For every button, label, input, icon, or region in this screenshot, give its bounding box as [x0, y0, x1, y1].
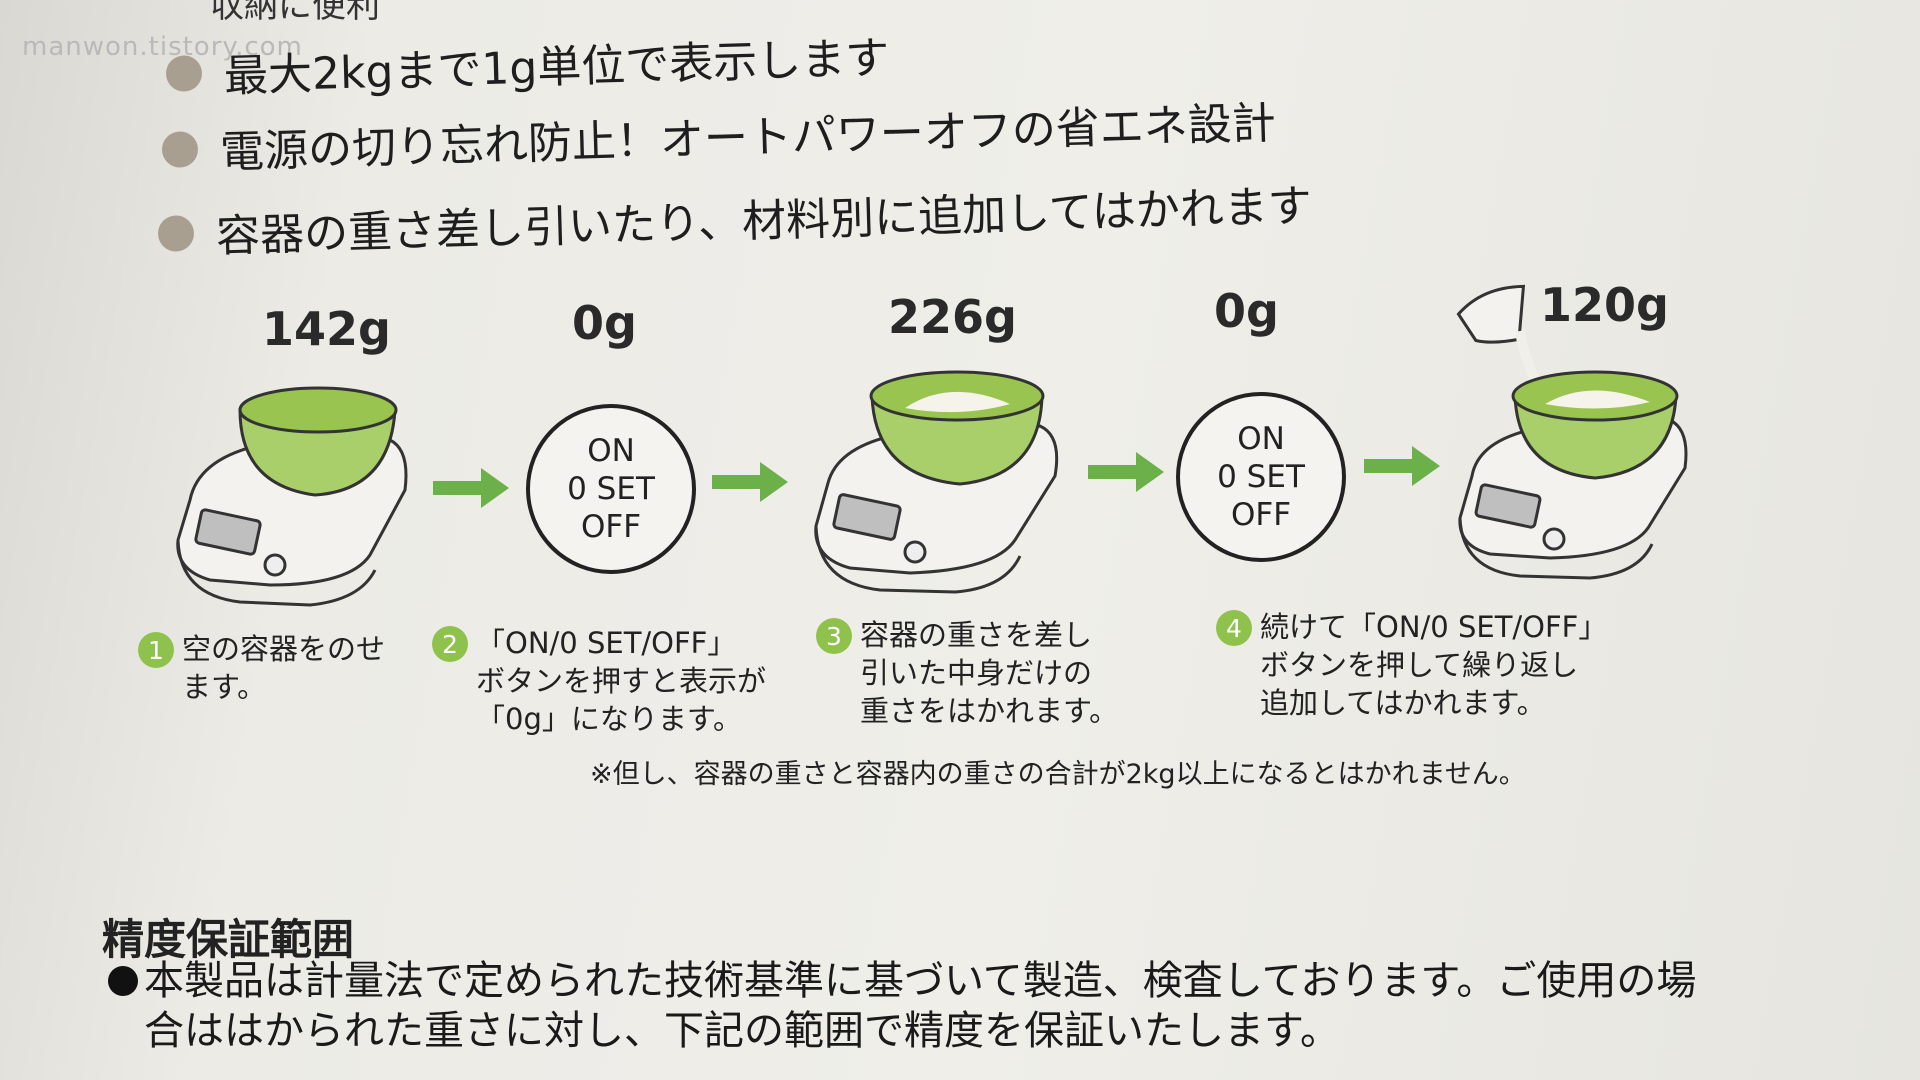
button-label: ON [1237, 420, 1285, 458]
bullet-dot-icon [108, 966, 138, 996]
step-number-badge: 1 [138, 632, 174, 668]
step-3: 3 容器の重さを差し 引いた中身だけの 重さをはかれます。 [816, 616, 1118, 730]
step-number-badge: 2 [432, 626, 468, 662]
right-arrow-icon [433, 468, 513, 508]
button-label: OFF [1231, 496, 1291, 534]
step-text-line: 続けて「ON/0 SET/OFF」 [1260, 608, 1607, 646]
bullet-dot-icon [161, 131, 198, 168]
weight-reading: 0g [1214, 284, 1279, 338]
right-arrow-icon [1088, 452, 1168, 492]
button-label: OFF [581, 508, 641, 546]
bullet-dot-icon [157, 215, 194, 252]
button-label: ON [587, 432, 635, 470]
feature-text: 容器の重さ差し引いたり、材料別に追加してはかれます [215, 170, 1312, 265]
weight-reading: 226g [888, 290, 1017, 344]
limit-note: ※但し、容器の重さと容器内の重さの合計が2kg以上になるとはかれません。 [590, 752, 1526, 791]
top-cut-text: 収納に便利 [210, 0, 380, 27]
paragraph-line: 本製品は計量法で定められた技術基準に基づいて製造、検査しております。ご使用の場 [144, 958, 1696, 1004]
step-text-line: 引いた中身だけの [860, 654, 1118, 692]
weight-reading: 0g [572, 296, 637, 350]
step-text-line: 追加してはかれます。 [1260, 684, 1607, 722]
paragraph-line: 合ははかられた重さに対し、下記の範囲で精度を保証いたします。 [144, 1008, 1340, 1054]
scale-pouring-ingredients-illustration [1450, 286, 1710, 586]
right-arrow-icon [1364, 446, 1444, 486]
step-text-line: ボタンを押して繰り返し [1260, 646, 1607, 684]
button-label: 0 SET [1217, 458, 1305, 496]
on-0set-off-button-illustration: ON 0 SET OFF [1176, 392, 1346, 562]
scale-with-empty-bowl-illustration [170, 380, 430, 610]
button-label: 0 SET [567, 470, 655, 508]
step-number-badge: 4 [1216, 610, 1252, 646]
step-number-badge: 3 [816, 618, 852, 654]
scale-with-filled-bowl-illustration [810, 368, 1080, 598]
feature-text: 最大2kgまで1g単位で表示します [223, 22, 890, 105]
step-text-line: 空の容器をのせ [182, 630, 385, 668]
on-0set-off-button-illustration: ON 0 SET OFF [526, 404, 696, 574]
step-text-line: 容器の重さを差し [860, 616, 1118, 654]
step-text-line: 「0g」になります。 [476, 700, 766, 738]
step-text-line: 「ON/0 SET/OFF」 [476, 624, 766, 662]
step-4: 4 続けて「ON/0 SET/OFF」 ボタンを押して繰り返し 追加してはかれま… [1216, 608, 1607, 722]
step-1: 1 空の容器をのせ ます。 [138, 630, 385, 706]
bullet-dot-icon [165, 55, 202, 92]
step-text-line: 重さをはかれます。 [860, 692, 1118, 730]
step-text-line: ボタンを押すと表示が [476, 662, 766, 700]
step-text-line: ます。 [182, 668, 385, 706]
feature-text: 電源の切り忘れ防止！オートパワーオフの省エネ設計 [219, 87, 1276, 180]
right-arrow-icon [712, 462, 792, 502]
step-2: 2 「ON/0 SET/OFF」 ボタンを押すと表示が 「0g」になります。 [432, 624, 766, 738]
accuracy-paragraph: 本製品は計量法で定められた技術基準に基づいて製造、検査しております。ご使用の場 … [108, 956, 1696, 1056]
weight-reading: 142g [262, 302, 391, 356]
feature-bullet: 容器の重さ差し引いたり、材料別に追加してはかれます [157, 170, 1312, 266]
